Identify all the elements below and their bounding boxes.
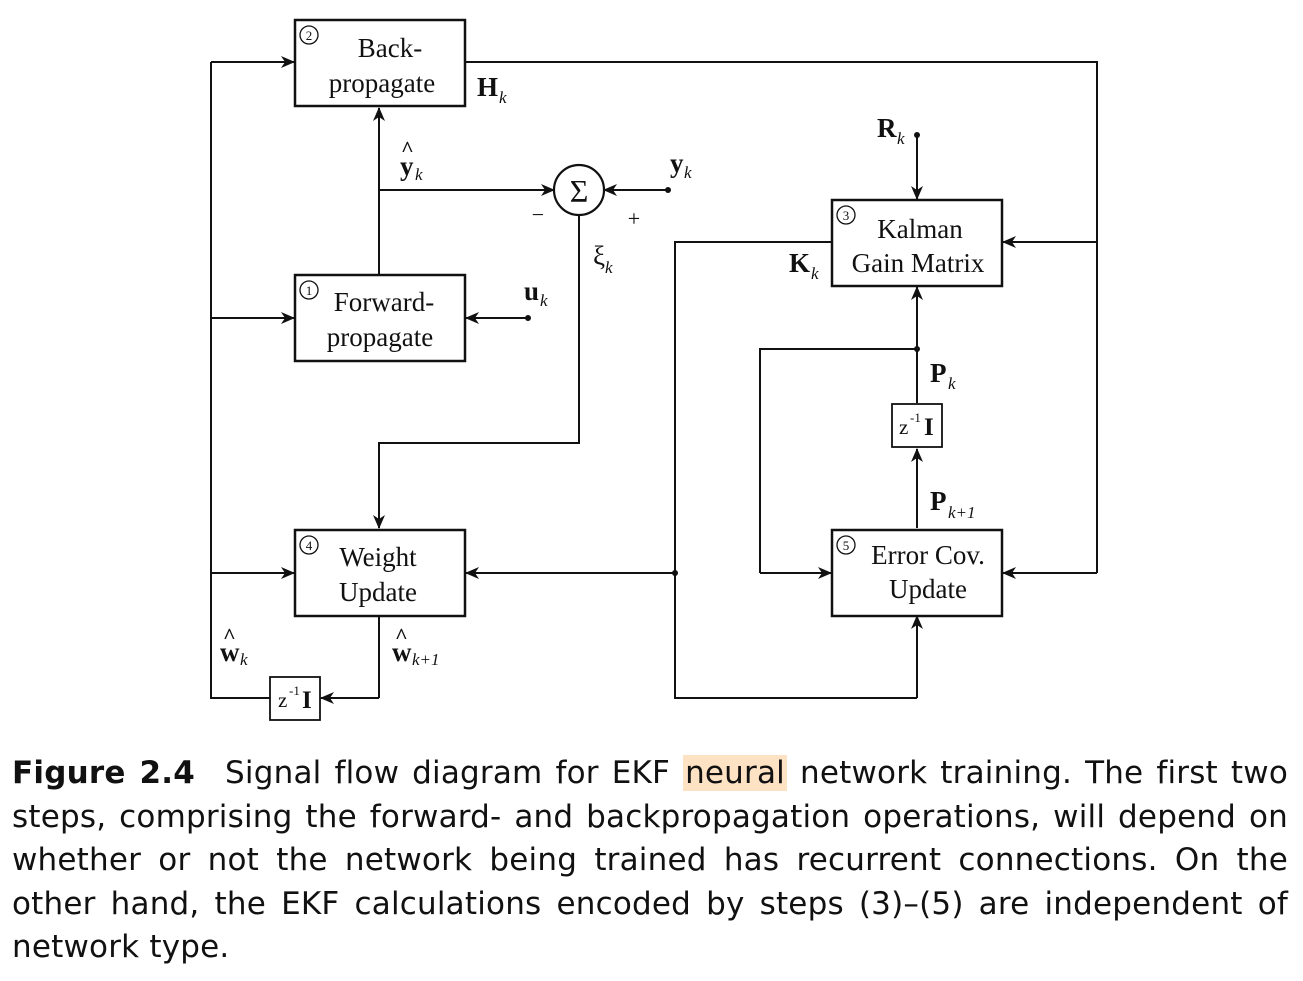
- delay-z: z: [278, 688, 287, 712]
- backpropagate-block: 2 Back- propagate: [293, 18, 467, 108]
- kalman-gain-block: 3 Kalman Gain Matrix: [830, 198, 1004, 288]
- svg-text:^: ^: [395, 623, 408, 648]
- svg-text:k+1: k+1: [948, 503, 976, 522]
- signal-label-R: R k: [877, 113, 905, 148]
- svg-text:w: w: [392, 637, 412, 667]
- svg-text:k: k: [811, 264, 819, 283]
- svg-text:k: k: [948, 374, 956, 393]
- block-label-line2: Update: [339, 577, 417, 607]
- signal-label-K: K k: [789, 248, 819, 283]
- connection-lines: [210, 56, 1098, 704]
- block-label-line2: propagate: [327, 322, 433, 352]
- block-label-line2: Gain Matrix: [852, 248, 985, 278]
- svg-text:R: R: [877, 113, 897, 143]
- svg-text:k: k: [897, 129, 905, 148]
- highlighted-word: neural: [683, 755, 787, 791]
- block-label-line2: Update: [889, 574, 967, 604]
- junction-dots: [525, 132, 920, 576]
- weight-delay-block: z -1 I: [269, 676, 321, 721]
- step-number: 5: [843, 538, 850, 553]
- svg-text:w: w: [220, 637, 240, 667]
- delay-z: z: [899, 415, 908, 439]
- forward-propagate-block: 1 Forward- propagate: [293, 273, 467, 363]
- svg-text:k+1: k+1: [412, 650, 440, 669]
- minus-sign: −: [532, 202, 544, 227]
- step-number: 3: [843, 208, 850, 223]
- signal-label-P: P k: [930, 358, 956, 393]
- svg-text:k: k: [540, 291, 548, 310]
- svg-text:P: P: [930, 358, 947, 388]
- summing-junction: Σ − +: [532, 163, 640, 231]
- signal-label-xi: ξ k: [593, 241, 613, 277]
- signal-flow-diagram: 2 Back- propagate 1 Forward- propagate 3…: [210, 18, 1098, 721]
- delay-exponent: -1: [289, 683, 300, 698]
- signal-label-w: w ^ k: [220, 623, 248, 669]
- sigma-symbol: Σ: [570, 173, 589, 209]
- step-number: 4: [306, 538, 313, 553]
- block-label-line1: Back-: [358, 33, 422, 63]
- weight-update-block: 4 Weight Update: [293, 528, 467, 618]
- figure-caption: Figure 2.4 Signal flow diagram for EKF ne…: [12, 752, 1288, 970]
- svg-text:y: y: [670, 148, 684, 178]
- step-number: 1: [306, 283, 313, 298]
- block-label-line1: Forward-: [334, 287, 434, 317]
- covariance-delay-block: z -1 I: [891, 403, 943, 448]
- svg-text:ξ: ξ: [593, 241, 605, 271]
- figure-label: Figure 2.4: [12, 755, 196, 791]
- signal-label-H: H k: [477, 72, 507, 107]
- svg-text:k: k: [499, 88, 507, 107]
- svg-text:k: k: [240, 650, 248, 669]
- signal-label-P-next: P k+1: [930, 486, 976, 522]
- plus-sign: +: [628, 206, 640, 231]
- svg-text:P: P: [930, 486, 947, 516]
- delay-exponent: -1: [910, 410, 921, 425]
- svg-text:y: y: [400, 151, 414, 181]
- signal-label-u: u k: [524, 276, 548, 310]
- block-label-line1: Kalman: [877, 214, 963, 244]
- delay-matrix: I: [302, 687, 312, 714]
- signal-label-y: y k: [670, 148, 692, 182]
- block-label-line2: propagate: [329, 68, 435, 98]
- signal-label-w-next: w ^ k+1: [392, 623, 440, 669]
- svg-text:k: k: [605, 258, 613, 277]
- svg-text:u: u: [524, 276, 539, 306]
- svg-text:k: k: [415, 165, 423, 184]
- block-label-line1: Weight: [339, 542, 417, 572]
- step-number: 2: [306, 28, 313, 43]
- caption-text-start: Signal flow diagram for EKF: [225, 755, 684, 791]
- caption-text-rest: network training. The first two steps, c…: [12, 755, 1288, 965]
- svg-text:^: ^: [401, 136, 414, 161]
- error-cov-block: 5 Error Cov. Update: [830, 528, 1004, 618]
- svg-text:H: H: [477, 72, 498, 102]
- delay-matrix: I: [924, 414, 934, 441]
- svg-text:k: k: [684, 163, 692, 182]
- block-label-line1: Error Cov.: [871, 540, 985, 570]
- svg-text:K: K: [789, 248, 810, 278]
- signal-label-yhat: y ^ k: [400, 136, 423, 184]
- svg-text:^: ^: [223, 623, 236, 648]
